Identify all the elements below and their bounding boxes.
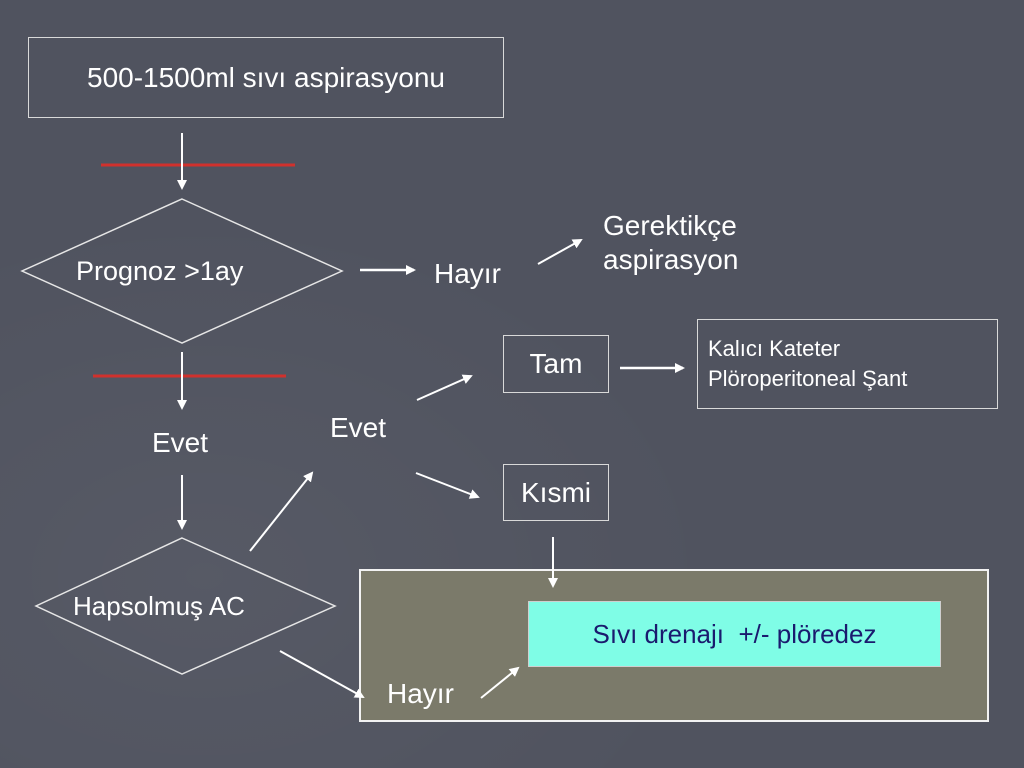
- arrow-no-to-as-needed: [537, 239, 583, 265]
- partial-box[interactable]: Kısmi: [503, 464, 609, 521]
- loculated-label: Hapsolmuş AC: [73, 591, 245, 621]
- arrow-yes-to-complete: [416, 374, 473, 401]
- aspiration-label: 500-1500ml sıvı aspirasyonu: [87, 61, 445, 93]
- as-needed-label: Gerektikçe aspirasyon: [603, 210, 739, 275]
- complete-label: Tam: [529, 348, 583, 379]
- prognosis-label: Prognoz >1ay: [76, 256, 244, 286]
- arrow-yes-to-partial: [415, 472, 480, 499]
- no-label-top: Hayır: [434, 258, 501, 289]
- partial-label: Kısmi: [521, 476, 591, 508]
- permanent-catheter-label: Kalıcı Kateter Plöroperitoneal Şant: [708, 336, 908, 391]
- complete-box[interactable]: Tam: [503, 335, 609, 393]
- permanent-catheter-box[interactable]: Kalıcı Kateter Plöroperitoneal Şant: [697, 319, 998, 409]
- aspiration-box[interactable]: 500-1500ml sıvı aspirasyonu: [28, 37, 504, 118]
- yes-label-left: Evet: [152, 427, 209, 458]
- yes-label-center: Evet: [330, 412, 387, 443]
- drainage-label: Sıvı drenajı +/- plöredez: [592, 618, 877, 649]
- drainage-box[interactable]: Sıvı drenajı +/- plöredez: [528, 601, 941, 667]
- arrow-loculated-to-yes: [249, 471, 314, 552]
- no-label-bottom: Hayır: [387, 678, 454, 709]
- arrow-loculated-to-no: [279, 650, 365, 698]
